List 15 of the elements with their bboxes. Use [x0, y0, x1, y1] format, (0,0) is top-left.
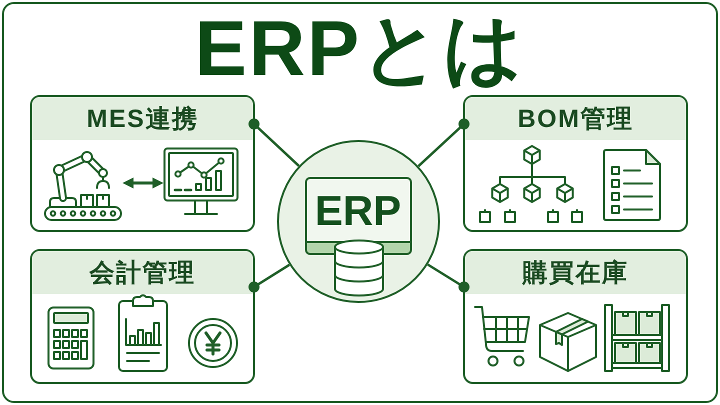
module-box [30, 249, 255, 384]
box-heading: 会計管理 [32, 251, 253, 294]
monitor-screen: ERP [304, 176, 412, 254]
connector-line [418, 118, 470, 168]
box-heading: BOM管理 [465, 97, 686, 140]
box-heading: 購買在庫 [465, 251, 686, 294]
box-heading: MES連携 [32, 97, 253, 140]
module-box [463, 249, 688, 384]
module-box [463, 95, 688, 232]
connector-line [427, 263, 470, 292]
double-arrow [122, 178, 164, 188]
module-box [30, 95, 255, 232]
connector-line [248, 264, 290, 292]
connector-line [248, 118, 300, 167]
title: ERPとは [194, 8, 526, 88]
